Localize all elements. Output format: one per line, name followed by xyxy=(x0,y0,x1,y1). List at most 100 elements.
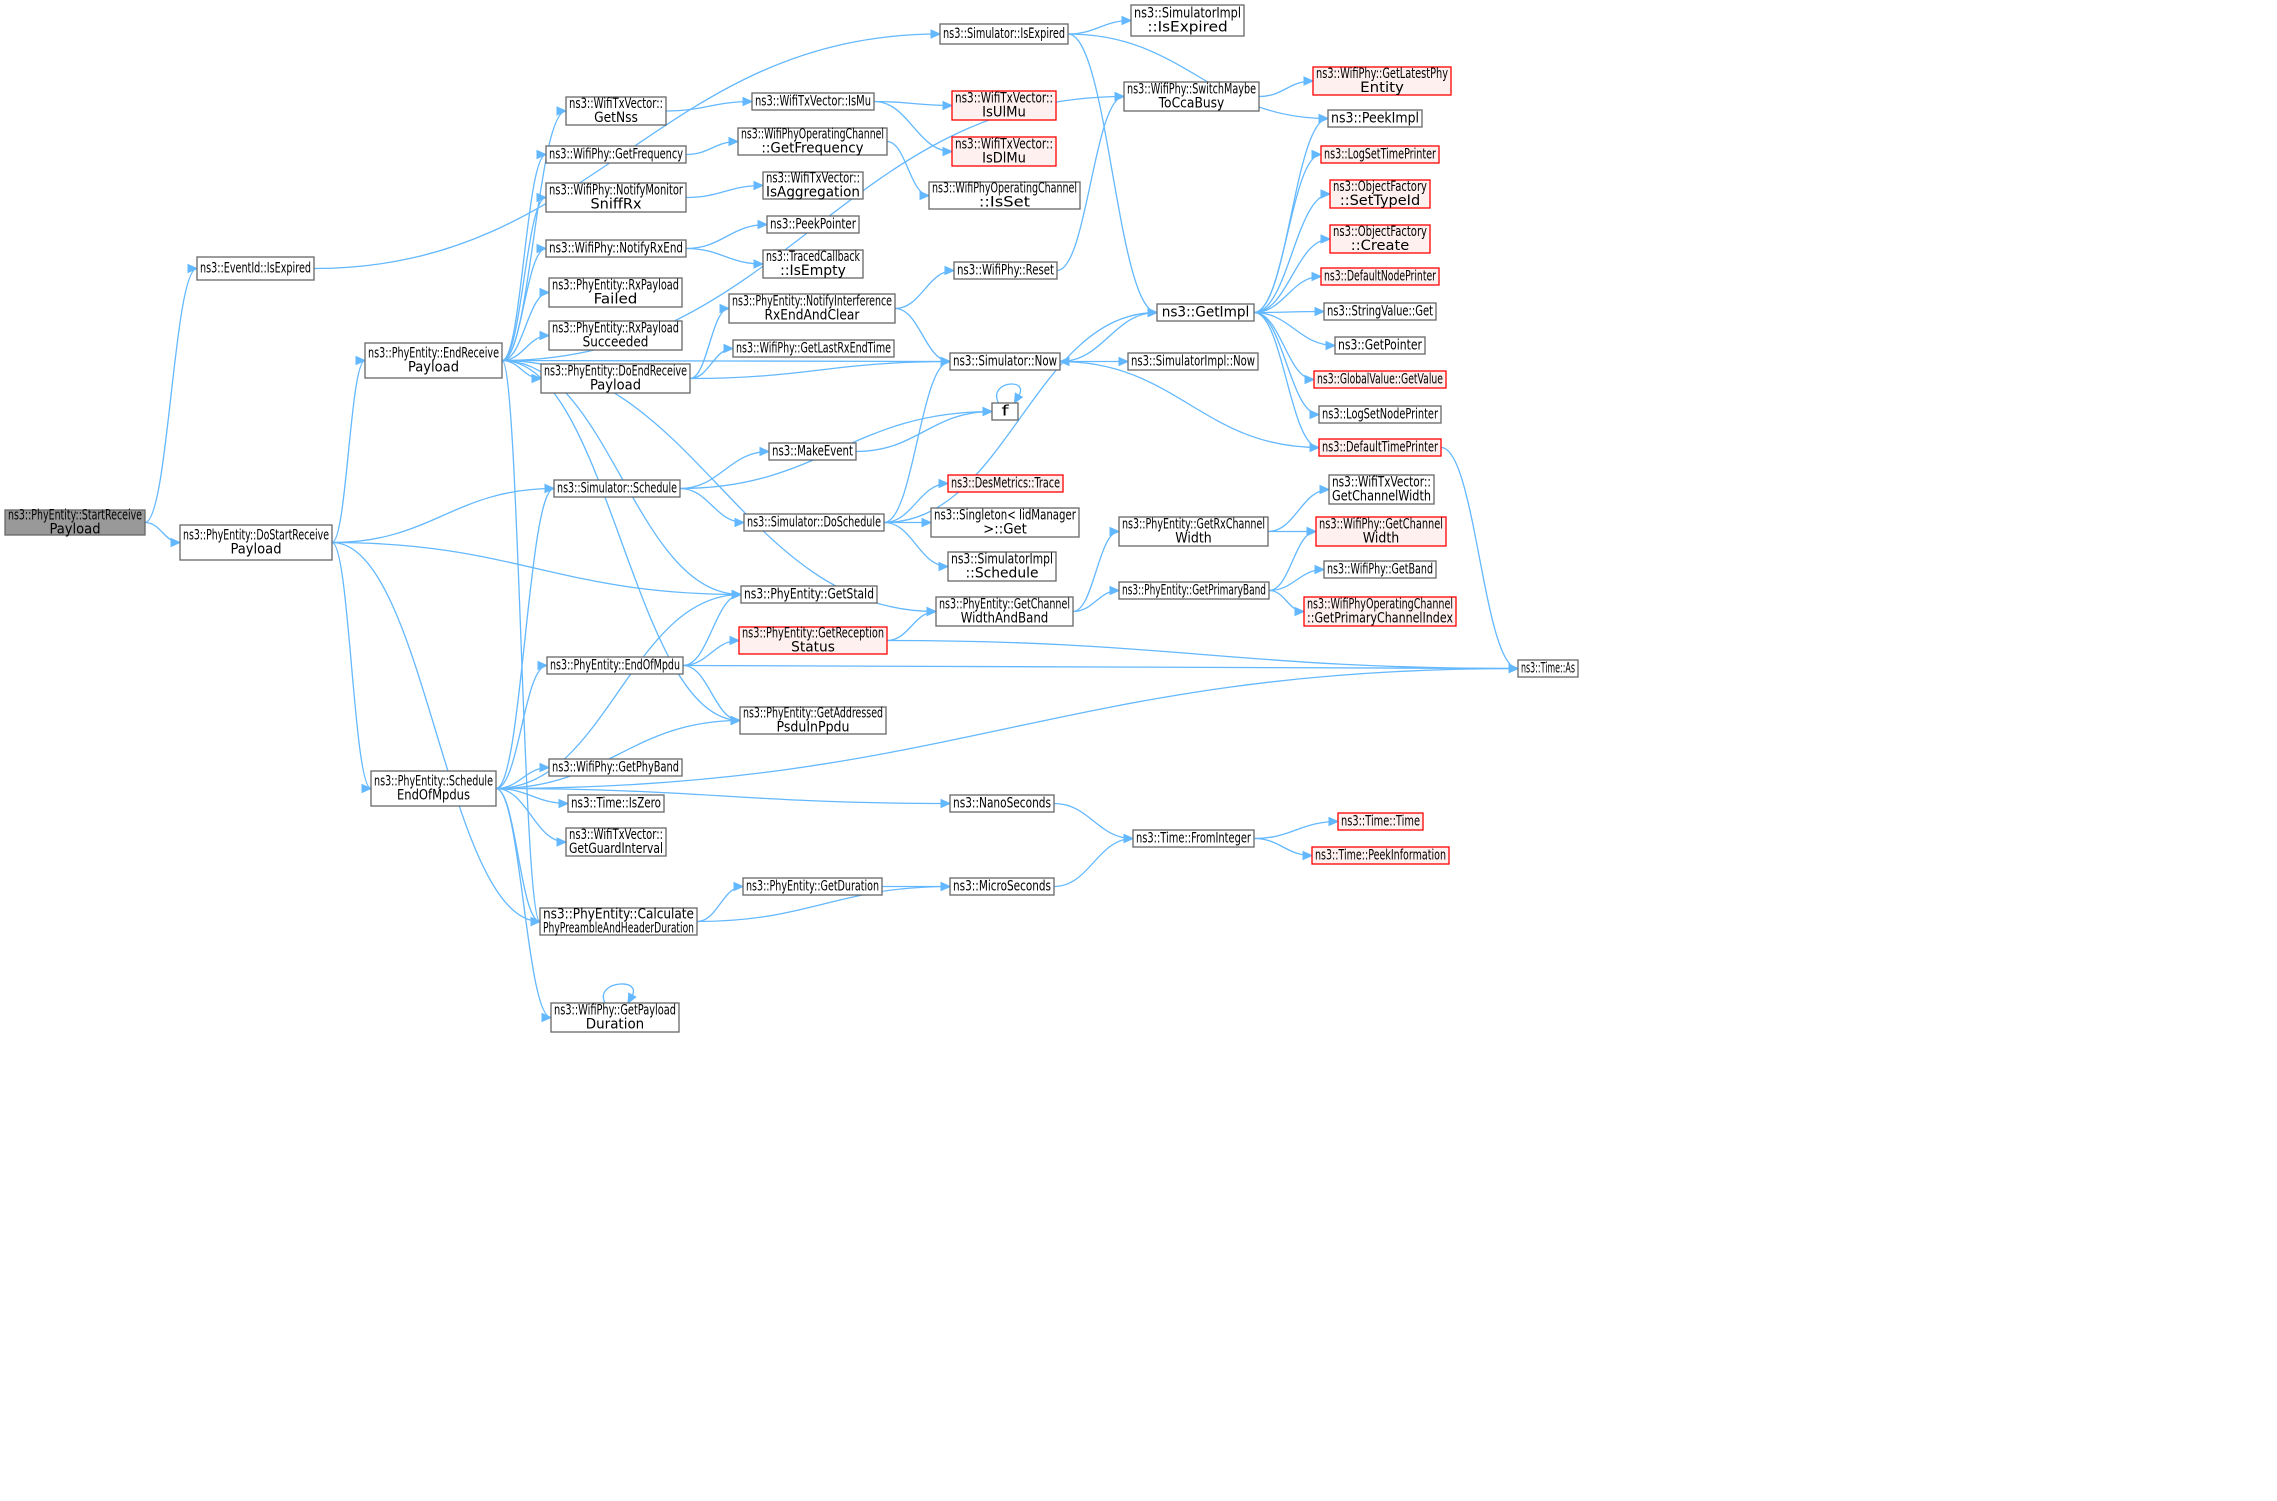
node-box xyxy=(951,90,1057,121)
node-ofCreate[interactable]: ns3::ObjectFactory::Create xyxy=(1329,224,1431,254)
edge-payDur-to-payDur xyxy=(602,983,637,1005)
node-defTime[interactable]: ns3::DefaultTimePrinter xyxy=(1318,438,1442,457)
node-isUlMu[interactable]: ns3::WifiTxVector::IsUlMu xyxy=(951,90,1057,121)
node-strGet[interactable]: ns3::StringValue::Get xyxy=(1323,302,1437,321)
node-isAgg[interactable]: ns3::WifiTxVector::IsAggregation xyxy=(762,171,864,201)
node-implExpired[interactable]: ns3::SimulatorImpl::IsExpired xyxy=(1130,4,1245,37)
node-getStaId[interactable]: ns3::PhyEntity::GetStaId xyxy=(740,585,878,604)
edge-arrowhead xyxy=(930,29,942,39)
node-getFreq[interactable]: ns3::WifiPhy::GetFrequency xyxy=(545,145,687,164)
node-ofSetType[interactable]: ns3::ObjectFactory::SetTypeId xyxy=(1329,179,1431,209)
node-box xyxy=(548,277,683,308)
node-getPointer[interactable]: ns3::GetPointer xyxy=(1334,336,1426,355)
node-isZero[interactable]: ns3::Time::IsZero xyxy=(567,794,665,813)
node-peekPtr[interactable]: ns3::PeekPointer xyxy=(766,215,860,234)
node-phyChW[interactable]: ns3::WifiPhy::GetChannelWidth xyxy=(1315,516,1447,547)
edge-line xyxy=(894,307,951,363)
node-fFunc[interactable]: f xyxy=(991,402,1019,421)
node-primBand[interactable]: ns3::PhyEntity::GetPrimaryBand xyxy=(1118,581,1270,600)
node-nanoSec[interactable]: ns3::NanoSeconds xyxy=(949,794,1055,813)
node-label: IsAggregation xyxy=(766,185,860,201)
node-wifiReset[interactable]: ns3::WifiPhy::Reset xyxy=(953,261,1058,280)
edge-getChWB-to-getRxChW xyxy=(1072,526,1121,613)
node-doSched[interactable]: ns3::Simulator::DoSchedule xyxy=(743,513,885,532)
node-label: ns3::WifiTxVector:: xyxy=(955,137,1053,153)
node-calcPre[interactable]: ns3::PhyEntity::CalculatePhyPreambleAndH… xyxy=(539,907,698,937)
edge-arrowhead xyxy=(731,589,743,600)
node-makeEvent[interactable]: ns3::MakeEvent xyxy=(768,442,857,461)
edge-arrowhead xyxy=(355,355,367,366)
node-eventExpired[interactable]: ns3::EventId::IsExpired xyxy=(196,256,315,281)
node-logSetNode[interactable]: ns3::LogSetNodePrinter xyxy=(1318,405,1442,424)
node-box xyxy=(548,320,683,351)
node-box xyxy=(1328,474,1435,505)
node-opChFreq[interactable]: ns3::WifiPhyOperatingChannel::GetFrequen… xyxy=(737,127,888,157)
node-notifyRxEnd[interactable]: ns3::WifiPhy::NotifyRxEnd xyxy=(545,239,687,258)
node-label: ns3::PhyEntity::NotifyInterference xyxy=(732,294,892,310)
node-label: ns3::WifiPhy::SwitchMaybe xyxy=(1127,82,1256,98)
node-getImpl[interactable]: ns3::GetImpl xyxy=(1156,303,1255,322)
node-isDlMu[interactable]: ns3::WifiTxVector::IsDlMu xyxy=(951,136,1057,167)
node-isMu[interactable]: ns3::WifiTxVector::IsMu xyxy=(751,92,875,111)
node-tracedEmpty[interactable]: ns3::TracedCallback::IsEmpty xyxy=(762,249,864,279)
node-peekInfo[interactable]: ns3::Time::PeekInformation xyxy=(1311,846,1450,865)
node-endMpdu[interactable]: ns3::PhyEntity::EndOfMpdu xyxy=(546,656,684,675)
node-peekImpl[interactable]: ns3::PeekImpl xyxy=(1327,109,1423,128)
node-txChW[interactable]: ns3::WifiTxVector::GetChannelWidth xyxy=(1328,474,1435,505)
node-phyBand[interactable]: ns3::WifiPhy::GetBand xyxy=(1323,560,1437,579)
node-logSetTime[interactable]: ns3::LogSetTimePrinter xyxy=(1320,145,1440,164)
node-label: ns3::PhyEntity::RxPayload xyxy=(552,278,679,294)
edge-line xyxy=(495,664,548,790)
node-globalGet[interactable]: ns3::GlobalValue::GetValue xyxy=(1313,370,1447,389)
node-implNow[interactable]: ns3::SimulatorImpl::Now xyxy=(1127,352,1259,371)
edge-line xyxy=(1253,117,1329,314)
node-simSched[interactable]: ns3::Simulator::Schedule xyxy=(553,479,681,498)
node-guardInt[interactable]: ns3::WifiTxVector::GetGuardInterval xyxy=(565,827,667,857)
node-opChIsSet[interactable]: ns3::WifiPhyOperatingChannel::IsSet xyxy=(928,181,1081,211)
node-singleton[interactable]: ns3::Singleton< IidManager>::Get xyxy=(930,507,1080,538)
node-microSec[interactable]: ns3::MicroSeconds xyxy=(949,877,1055,896)
node-notifyIntf[interactable]: ns3::PhyEntity::NotifyInterferenceRxEndA… xyxy=(728,293,896,324)
edge-line xyxy=(1253,310,1325,314)
node-getDur[interactable]: ns3::PhyEntity::GetDuration xyxy=(742,877,883,896)
node-simNow[interactable]: ns3::Simulator::Now xyxy=(949,352,1061,371)
edge-endMpdu-to-rcptStatus xyxy=(682,635,741,667)
node-defNode[interactable]: ns3::DefaultNodePrinter xyxy=(1320,267,1440,286)
edge-line xyxy=(1059,311,1158,363)
node-implSched[interactable]: ns3::SimulatorImpl::Schedule xyxy=(947,551,1057,582)
edge-line xyxy=(685,184,764,199)
edge-arrowhead xyxy=(1114,91,1126,102)
node-label: ns3::PhyEntity::GetReception xyxy=(742,626,884,642)
edge-arrowhead xyxy=(1325,340,1337,351)
node-phyBand2[interactable]: ns3::WifiPhy::GetPhyBand xyxy=(548,758,683,777)
edge-line xyxy=(1253,311,1336,347)
node-getNss[interactable]: ns3::WifiTxVector::GetNss xyxy=(565,96,667,126)
node-desTrace[interactable]: ns3::DesMetrics::Trace xyxy=(947,474,1064,493)
node-lastRxEnd[interactable]: ns3::WifiPhy::GetLastRxEndTime xyxy=(732,339,895,358)
edge-arrowhead xyxy=(1294,606,1306,617)
edge-getFreq-to-opChFreq xyxy=(685,136,740,156)
edge-line xyxy=(1059,360,1320,449)
node-timeAs[interactable]: ns3::Time::As xyxy=(1517,659,1579,678)
node-simExpired[interactable]: ns3::Simulator::IsExpired xyxy=(939,23,1069,45)
node-timeTime[interactable]: ns3::Time::Time xyxy=(1337,812,1424,831)
node-fromInt[interactable]: ns3::Time::FromInteger xyxy=(1132,829,1255,848)
edge-fromInt-to-peekInfo xyxy=(1253,837,1314,861)
node-label: ns3::PhyEntity::GetChannel xyxy=(939,597,1070,613)
node-primIdx[interactable]: ns3::WifiPhyOperatingChannel::GetPrimary… xyxy=(1303,596,1457,627)
